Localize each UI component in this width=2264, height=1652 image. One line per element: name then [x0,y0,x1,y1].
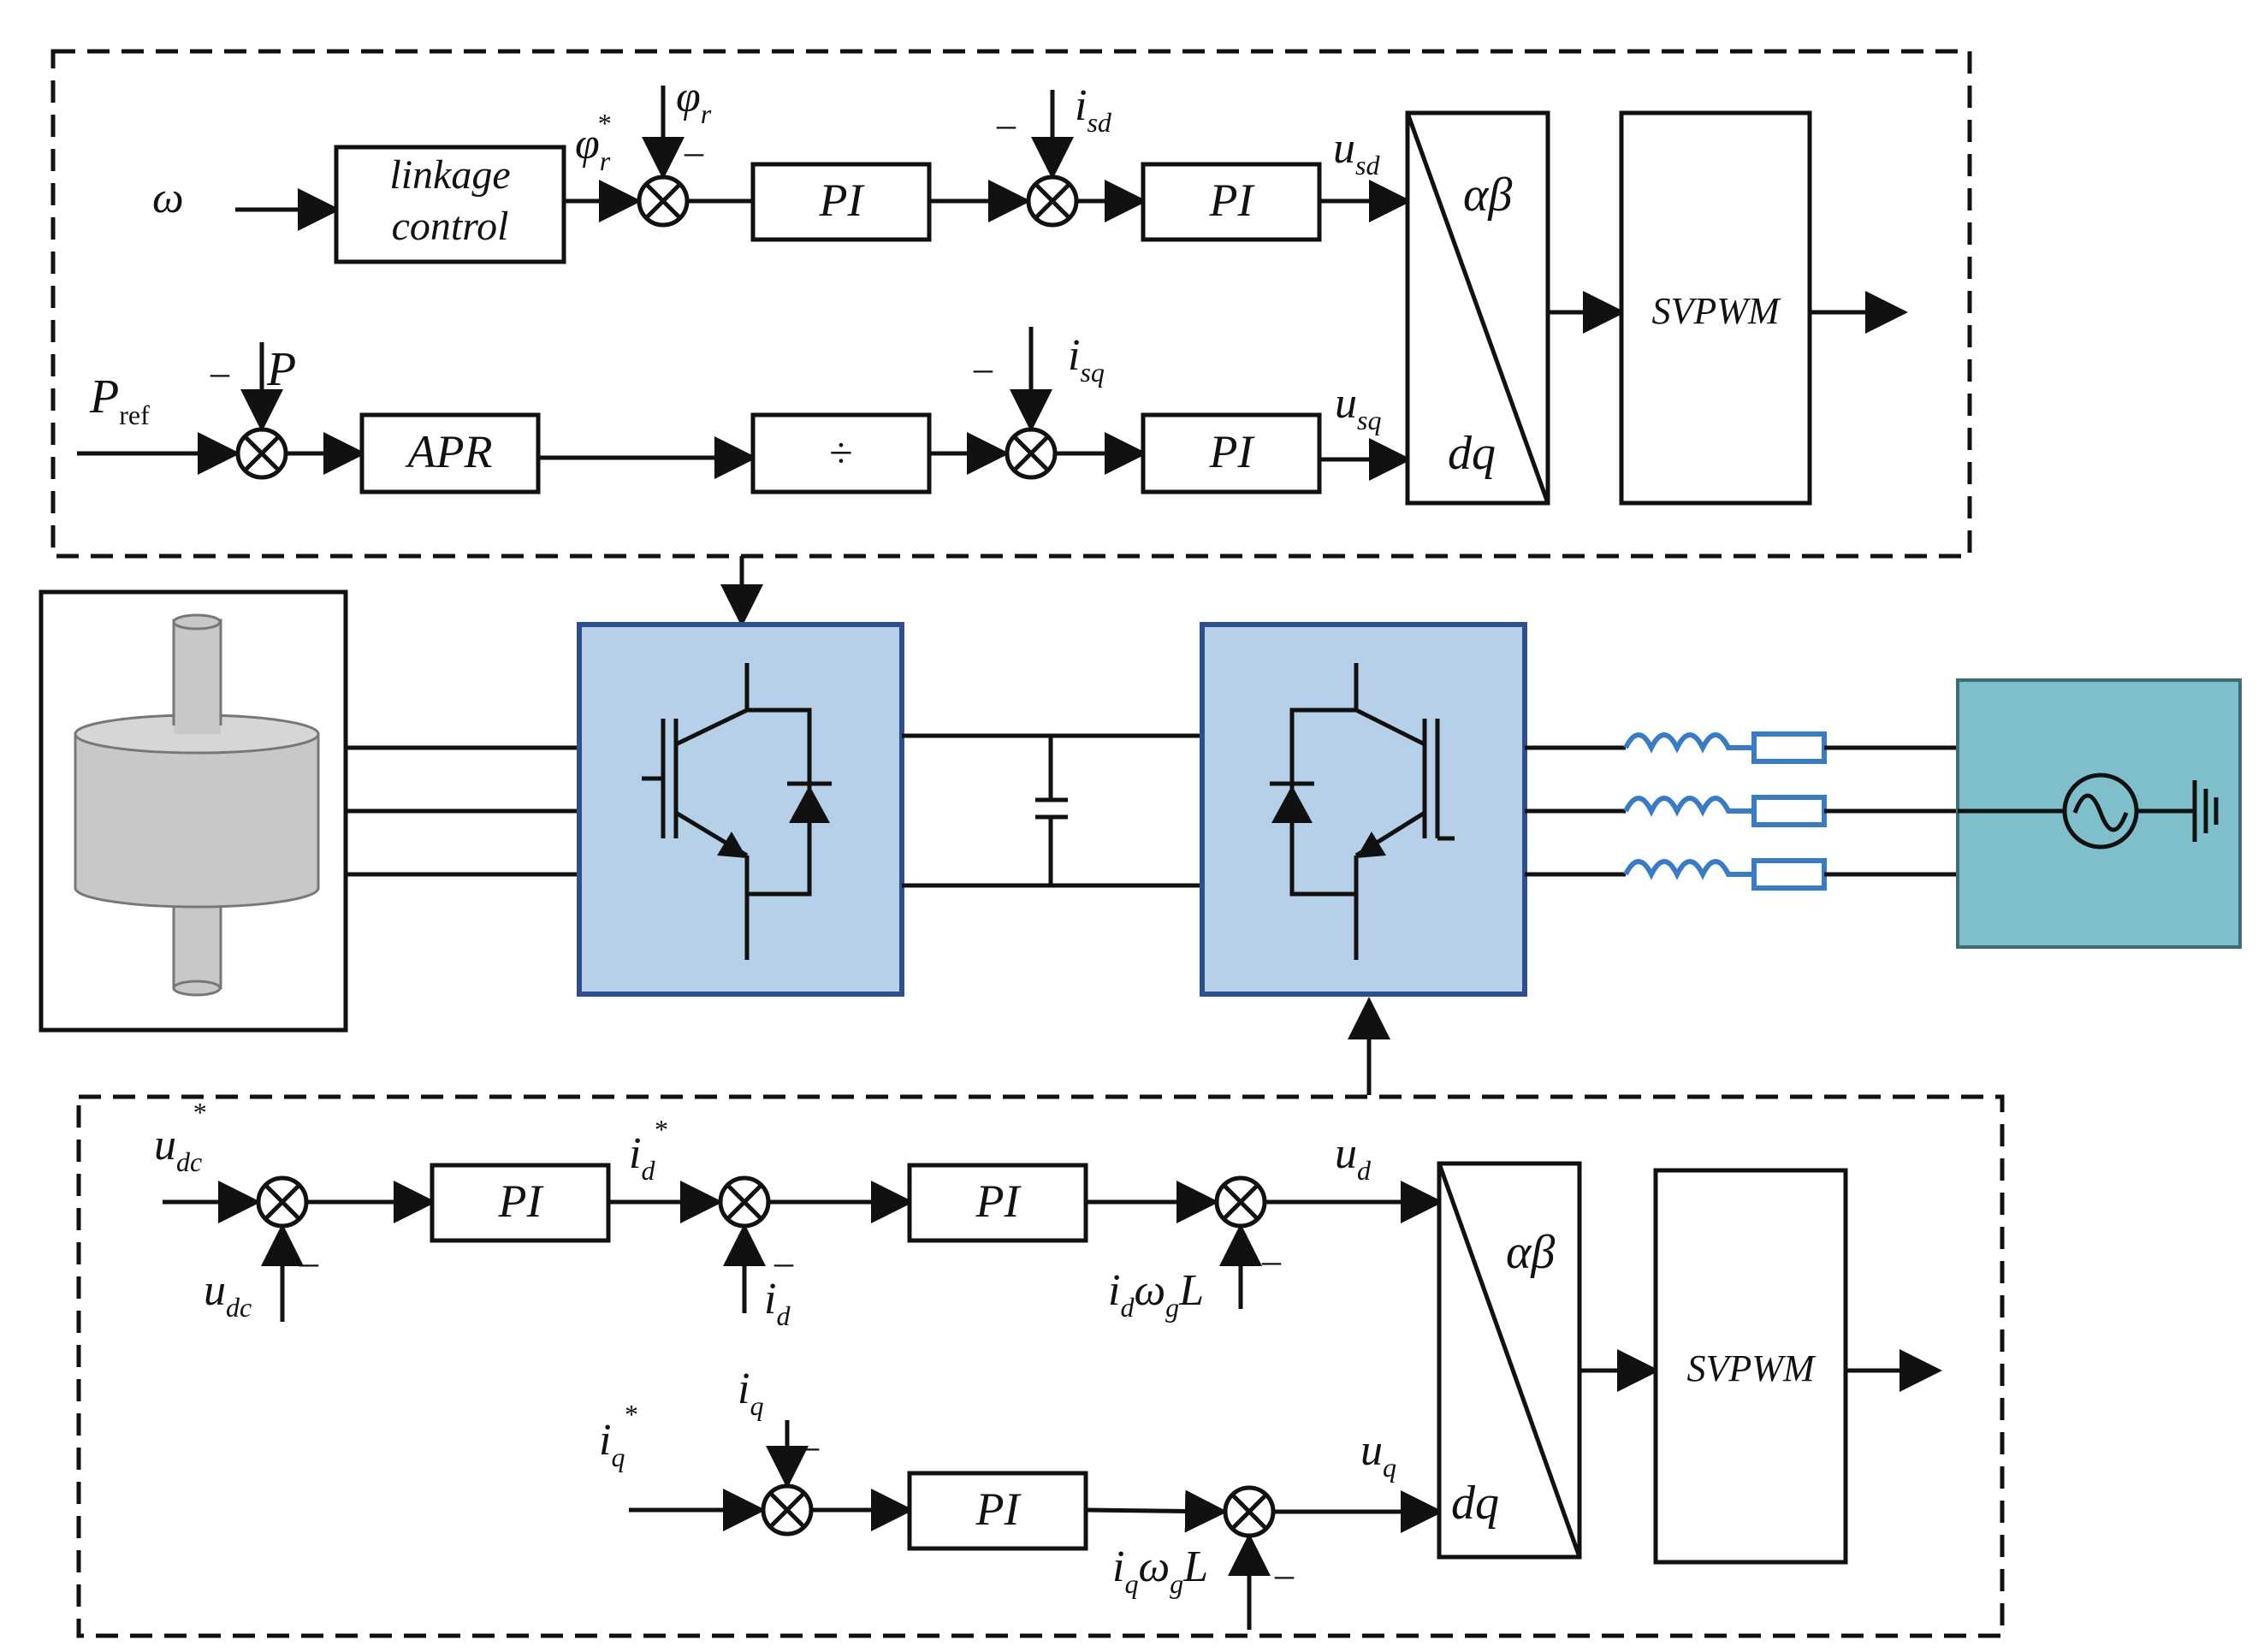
iq-decouple-sum-junction [1223,1485,1276,1538]
udc-pi-label: PI [498,1175,545,1227]
machine-rotor-body [74,732,320,909]
id-decouple-label: idωgL [1108,1266,1204,1323]
isq-label: isq [1068,331,1105,388]
isq-pi-label: PI [1209,426,1256,477]
power-reference-label: Pref [89,370,150,430]
isd-minus-sign: – [996,104,1016,145]
isq-sum-junction [1005,427,1058,480]
id-reference-label: id* [629,1114,667,1186]
linkage-label-line2: control [392,204,509,249]
linkage-label-line1: linkage [389,152,510,198]
grid-svpwm-block [1653,1168,1848,1565]
grid-alphabeta-label: αβ [1506,1226,1555,1279]
power-sum-junction [235,427,288,480]
iq-decouple-minus-sign: – [1274,1554,1295,1596]
machine-side-controller: ω linkage control φr* φr – PI – isd [50,49,1972,559]
iq-decouple-label: iqωgL [1112,1542,1208,1599]
apr-label: APR [406,426,493,477]
ac-grid [1956,678,2242,949]
id-feedback-label: id [764,1275,791,1331]
iq-reference-label: iq* [599,1399,637,1472]
udc-sum-junction [256,1175,309,1229]
inverter-diode [1271,785,1313,823]
usd-label: usd [1333,124,1380,181]
machine-side-controller-frame [50,49,1972,559]
flux-pi-label: PI [819,175,866,226]
iq-minus-sign: – [799,1425,820,1467]
iq-sum-junction [761,1483,814,1537]
power-feedback-label: P [266,343,296,396]
id-minus-sign: – [773,1241,794,1283]
udc-minus-sign: – [299,1241,319,1283]
grid-side-controller: udc* udc – PI id* – id PI [76,1094,2005,1638]
isq-pi-block [1141,412,1322,494]
ud-label: ud [1335,1129,1372,1186]
flux-pi-block [750,162,932,242]
filter-inductors [1623,731,1827,891]
id-pi-label: PI [975,1175,1022,1227]
dq-label: dq [1448,427,1496,480]
iq-feedback-label: iq [738,1365,763,1421]
isd-sum-junction [1026,175,1079,228]
id-pi-block [907,1163,1088,1243]
divider-block [750,412,932,494]
flux-sum-junction [637,175,690,228]
alphabeta-label: αβ [1463,169,1512,222]
usq-label: usq [1335,379,1381,435]
divider-label: ÷ [829,429,852,477]
isd-label: isd [1075,81,1112,138]
dc-link-capacitor [1035,736,1068,885]
uq-label: uq [1360,1426,1396,1483]
rectifier-diode [789,785,830,823]
grid-svpwm-label: SVPWM [1686,1347,1816,1389]
grid-filter [1525,731,1959,891]
rectifier-box [577,622,904,997]
flux-reference-label: φr* [575,108,611,176]
isq-minus-sign: – [973,347,993,389]
flux-feedback-label: φr [676,73,712,129]
linkage-control-block [334,145,566,264]
machine-side-converter [577,622,904,997]
id-decouple-minus-sign: – [1261,1240,1282,1282]
udc-reference-label: udc* [154,1097,205,1177]
svpwm-label: SVPWM [1651,290,1781,332]
id-decouple-sum-junction [1214,1175,1267,1229]
id-sum-junction [718,1175,771,1229]
ground-icon [2192,780,2219,842]
iq-pi-label: PI [975,1483,1022,1535]
grid-side-converter [1200,622,1527,997]
apr-block [359,412,541,494]
isd-pi-label: PI [1209,175,1256,226]
svpwm-block [1619,110,1812,506]
grid-dq-label: dq [1451,1477,1499,1530]
power-minus-sign: – [210,352,230,394]
inverter-box [1200,622,1527,997]
grid-side-controller-frame [76,1094,2005,1638]
omega-label: ω [152,174,184,222]
flywheel-machine [39,589,348,1033]
flux-minus-sign: – [684,131,704,173]
udc-feedback-label: udc [204,1266,252,1323]
grid-dq-to-alphabeta-block: αβ dq [1437,1161,1582,1560]
dq-to-alphabeta-block: αβ dq [1405,110,1550,506]
